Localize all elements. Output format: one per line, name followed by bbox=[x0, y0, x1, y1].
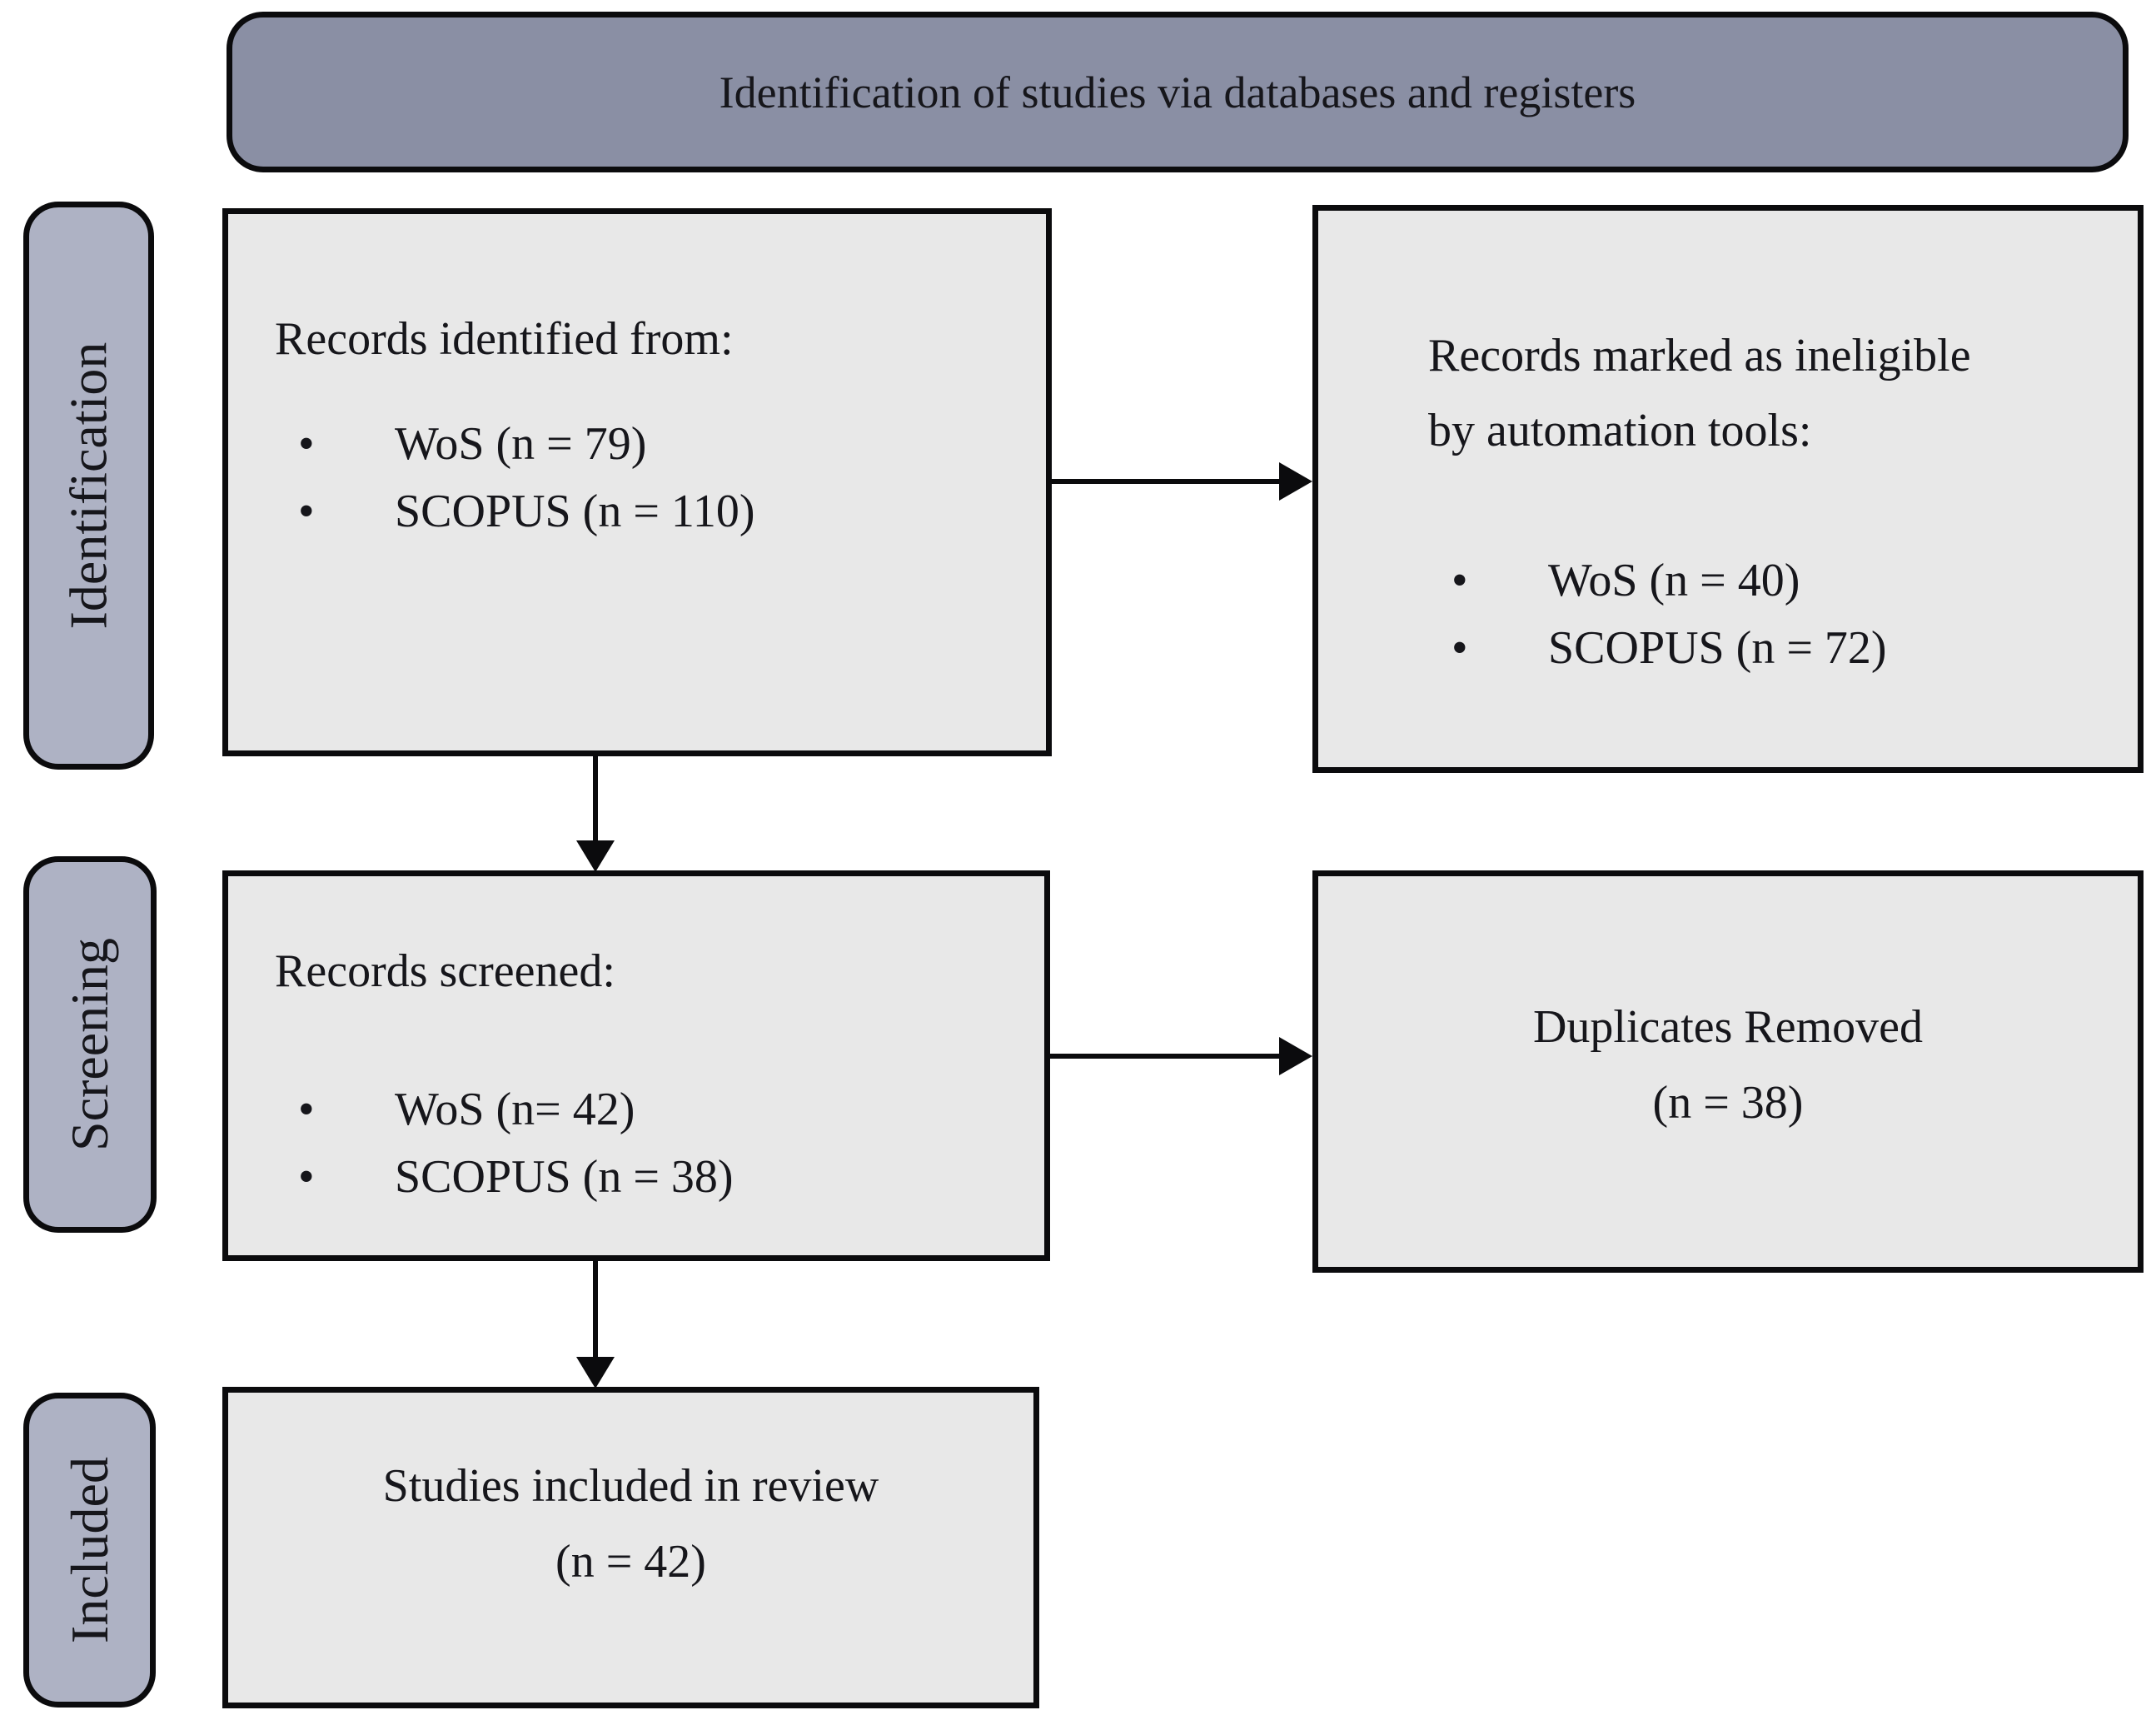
list-item-text: WoS (n = 40) bbox=[1548, 555, 1800, 607]
header-title: Identification of studies via databases … bbox=[719, 67, 1636, 117]
box-heading: Records screened: bbox=[275, 945, 615, 997]
arrow-shaft bbox=[593, 1260, 598, 1362]
list-item-text: WoS (n = 79) bbox=[395, 417, 647, 470]
stage-label-identification: Identification bbox=[23, 202, 154, 770]
arrow-identified-to-screened bbox=[576, 755, 615, 872]
list-item-text: SCOPUS (n = 72) bbox=[1548, 622, 1887, 675]
arrow-head-right-icon bbox=[1279, 1037, 1312, 1075]
arrow-shaft bbox=[1049, 1054, 1284, 1059]
bullet-icon: • bbox=[1451, 622, 1468, 675]
box-text-line: (n = 38) bbox=[1652, 1076, 1804, 1129]
box-text-line: Studies included in review bbox=[382, 1460, 879, 1513]
arrow-screened-to-included bbox=[576, 1260, 615, 1388]
list-item: • WoS (n= 42) bbox=[275, 1076, 1011, 1144]
stage-label-text: Identification bbox=[58, 342, 118, 630]
box-records-screened: Records screened: • WoS (n= 42) • SCOPUS… bbox=[222, 870, 1050, 1261]
bullet-list: • WoS (n = 40) • SCOPUS (n = 72) bbox=[1428, 547, 2104, 682]
list-item-text: SCOPUS (n = 110) bbox=[395, 485, 755, 537]
box-text-line: (n = 42) bbox=[555, 1536, 706, 1588]
list-item: • SCOPUS (n = 110) bbox=[275, 478, 1013, 546]
list-item: • SCOPUS (n = 72) bbox=[1428, 615, 2104, 682]
bullet-list: • WoS (n= 42) • SCOPUS (n = 38) bbox=[275, 1076, 1011, 1211]
box-heading: Records marked as ineligible by automati… bbox=[1428, 319, 2104, 468]
arrow-identified-to-ineligible bbox=[1051, 462, 1312, 501]
arrow-shaft bbox=[1051, 479, 1284, 484]
bullet-list: • WoS (n = 79) • SCOPUS (n = 110) bbox=[275, 411, 1013, 546]
stage-label-included: Included bbox=[23, 1393, 156, 1708]
arrow-head-down-icon bbox=[576, 1357, 615, 1388]
box-records-identified: Records identified from: • WoS (n = 79) … bbox=[222, 208, 1052, 756]
box-studies-included: Studies included in review (n = 42) bbox=[222, 1387, 1039, 1708]
bullet-icon: • bbox=[298, 417, 315, 470]
arrow-screened-to-duplicates bbox=[1049, 1037, 1312, 1075]
list-item-text: WoS (n= 42) bbox=[395, 1083, 635, 1135]
arrow-head-down-icon bbox=[576, 840, 615, 872]
bullet-icon: • bbox=[1451, 555, 1468, 607]
box-heading: Records identified from: bbox=[275, 313, 734, 365]
bullet-icon: • bbox=[298, 1150, 315, 1203]
stage-label-screening: Screening bbox=[23, 856, 157, 1233]
list-item: • SCOPUS (n = 38) bbox=[275, 1144, 1011, 1211]
arrow-head-right-icon bbox=[1279, 462, 1312, 501]
bullet-icon: • bbox=[298, 1083, 315, 1135]
stage-label-text: Screening bbox=[60, 938, 119, 1151]
box-heading-line: Records marked as ineligible bbox=[1428, 330, 1971, 381]
header-banner: Identification of studies via databases … bbox=[227, 12, 2129, 172]
arrow-shaft bbox=[593, 755, 598, 845]
bullet-icon: • bbox=[298, 485, 315, 537]
list-item: • WoS (n = 79) bbox=[275, 411, 1013, 478]
list-item-text: SCOPUS (n = 38) bbox=[395, 1150, 734, 1203]
box-records-ineligible: Records marked as ineligible by automati… bbox=[1312, 205, 2144, 773]
stage-label-text: Included bbox=[59, 1457, 119, 1643]
box-duplicates-removed: Duplicates Removed (n = 38) bbox=[1312, 870, 2144, 1273]
box-text-line: Duplicates Removed bbox=[1532, 1000, 1924, 1053]
box-heading-line: by automation tools: bbox=[1428, 404, 1812, 456]
list-item: • WoS (n = 40) bbox=[1428, 547, 2104, 615]
